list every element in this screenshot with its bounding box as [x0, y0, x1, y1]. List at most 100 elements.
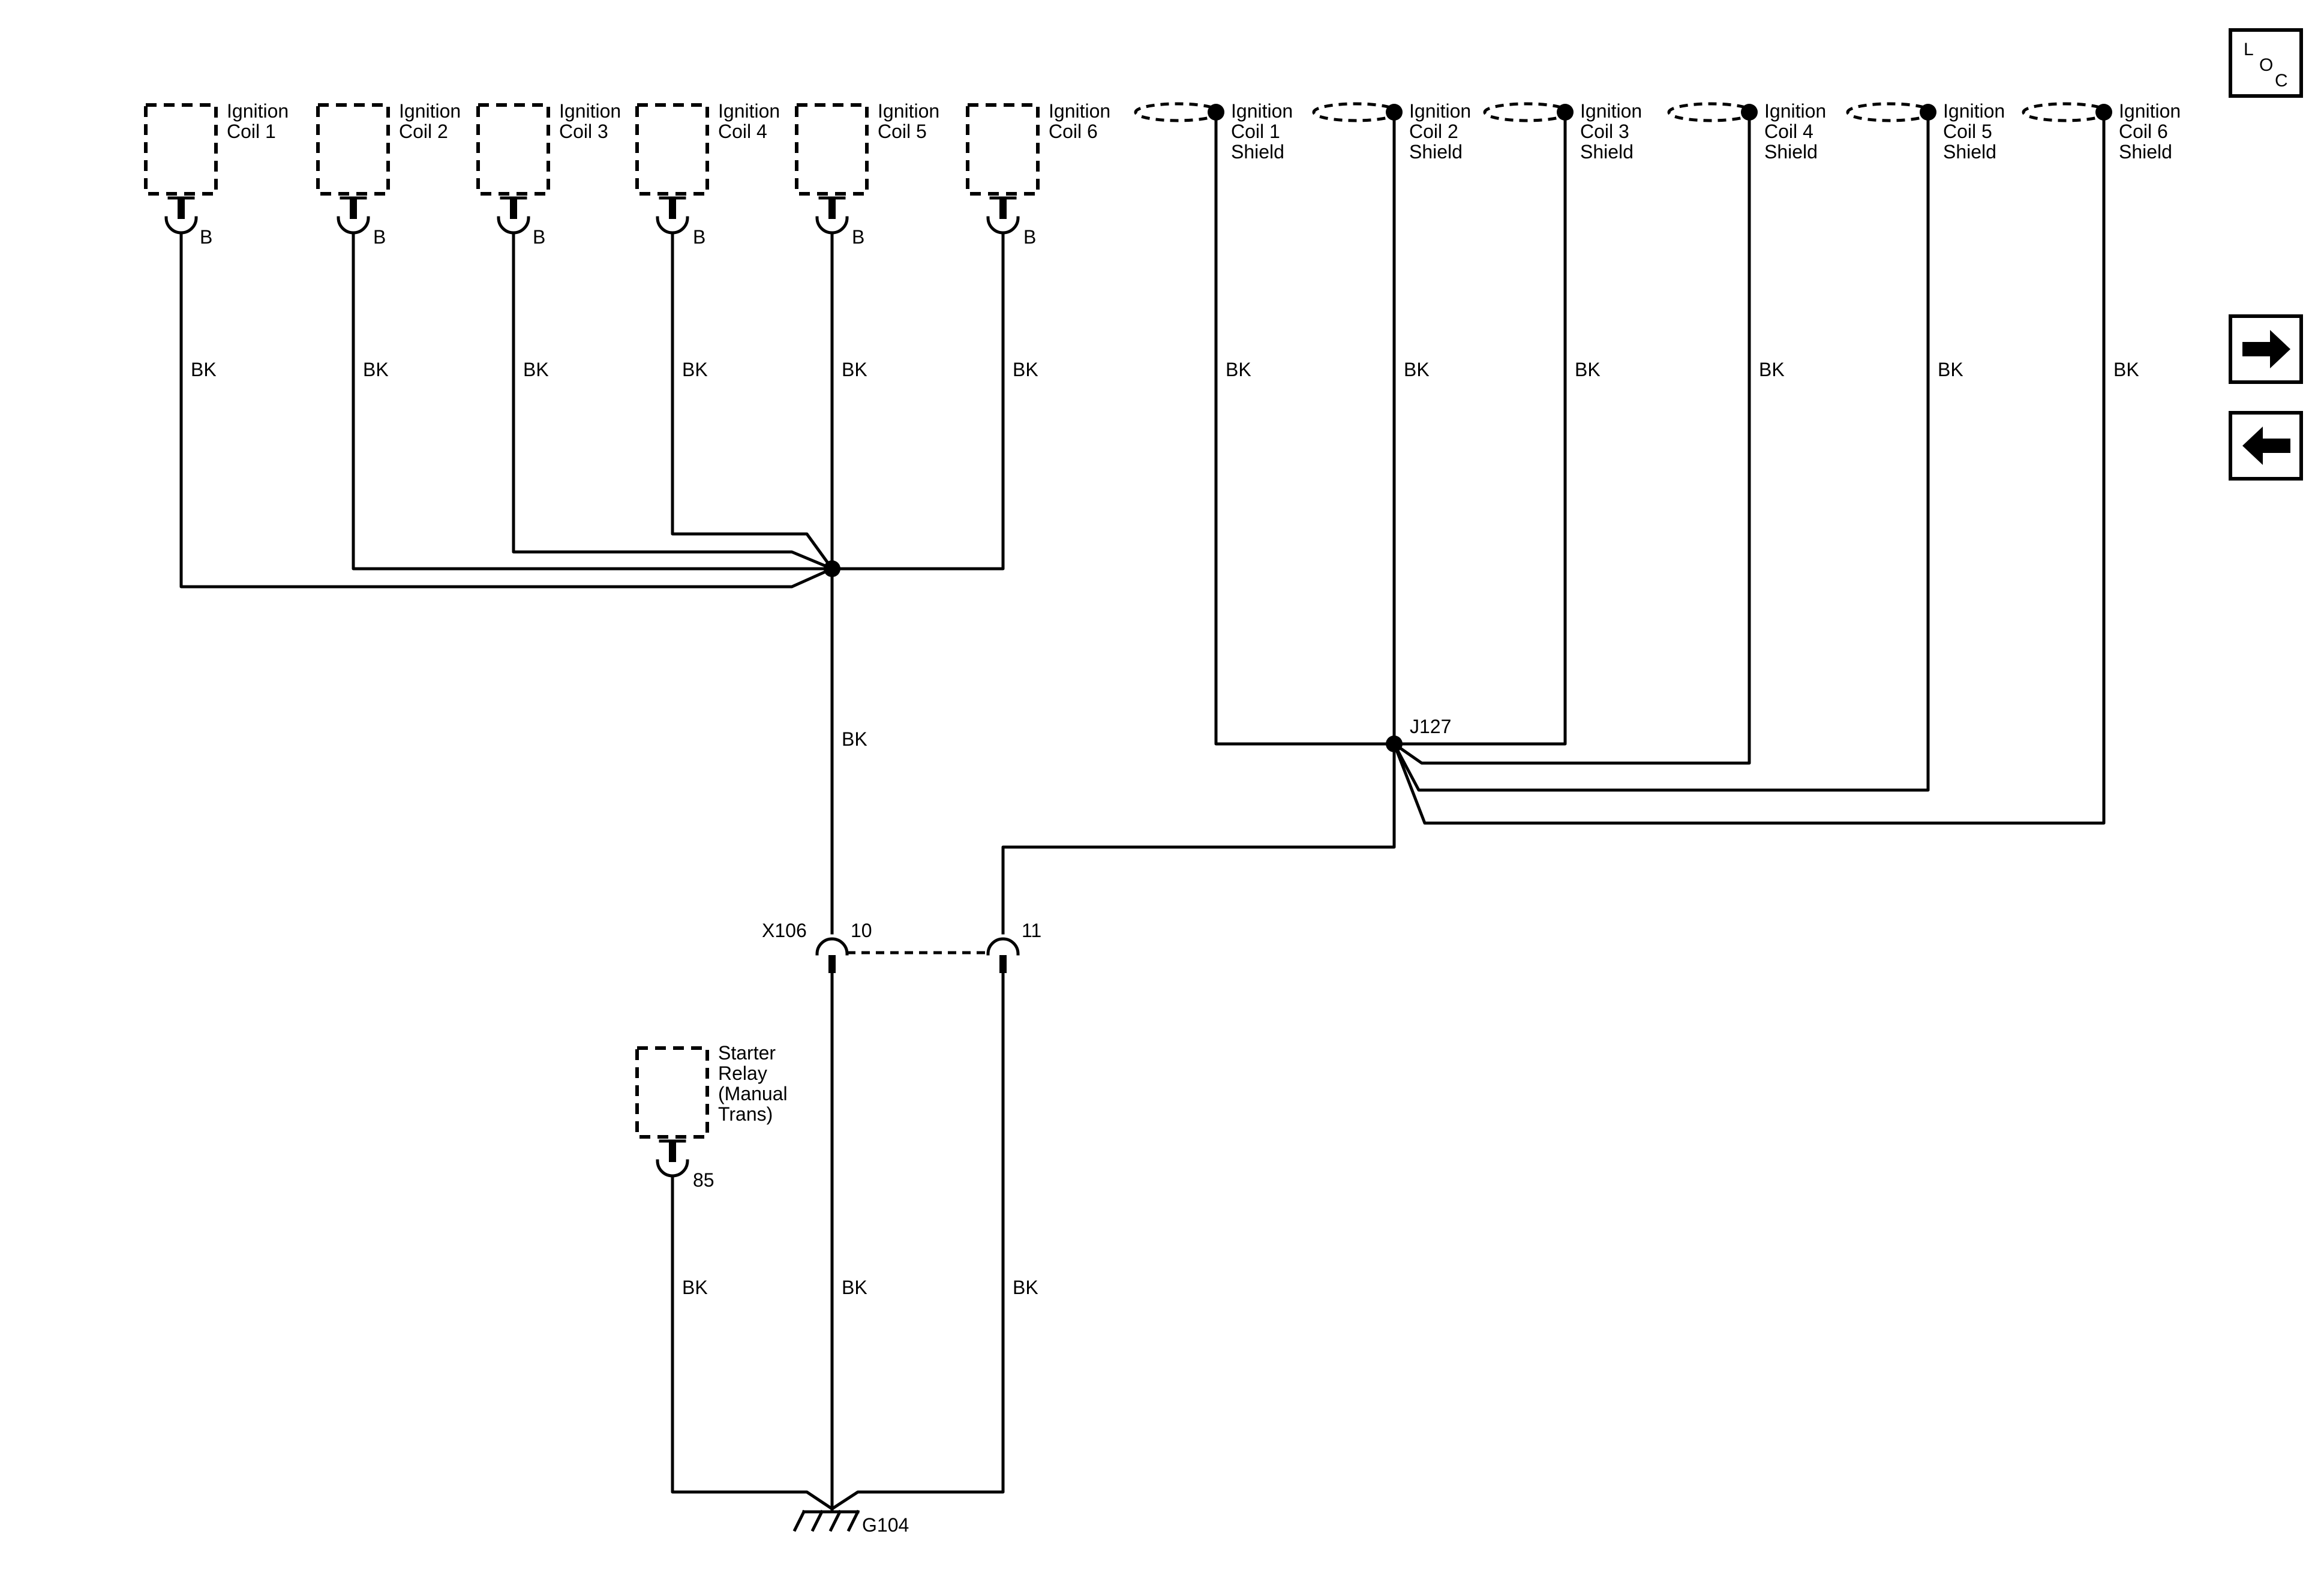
- shield-3-label-line1: Ignition: [1580, 100, 1642, 122]
- coil-2-terminal: [337, 196, 370, 235]
- ground-g104-icon: [792, 1509, 860, 1532]
- coil-2-pin: B: [373, 226, 386, 248]
- coil-4-label-line1: Ignition: [718, 100, 780, 122]
- coil-2-label-line2: Coil 2: [399, 121, 448, 142]
- starter-relay: Starter Relay (Manual Trans) 85: [635, 1042, 788, 1191]
- wire-relay-ground: [671, 1174, 834, 1511]
- coil-4-terminal: [656, 196, 689, 235]
- wire-x106-11-ground: [830, 971, 1005, 1511]
- shield-3-label-line3: Shield: [1580, 141, 1634, 163]
- coil-5-pin: B: [852, 226, 864, 248]
- location-button-letter-c: C: [2275, 71, 2288, 91]
- ignition-coil-1: Ignition Coil 1 B: [144, 100, 289, 248]
- arrow-left-icon: [2242, 427, 2290, 465]
- coil-6-terminal: [986, 196, 1020, 235]
- wire-color-coil-5: BK: [842, 359, 867, 380]
- shield-labels: Ignition Coil 1 Shield Ignition Coil 2 S…: [1231, 100, 2181, 163]
- ground-g104-label: G104: [862, 1514, 909, 1536]
- wire-color-coil-2: BK: [363, 359, 389, 380]
- wire-shield-4: [1392, 110, 1751, 765]
- coil-3-label-line1: Ignition: [559, 100, 621, 122]
- starter-relay-pin: 85: [693, 1169, 714, 1191]
- wire-color-coil-6: BK: [1013, 359, 1038, 380]
- wire-color-shield-3: BK: [1575, 359, 1601, 380]
- wire-color-shield-5: BK: [1938, 359, 1963, 380]
- shield-5-label-line2: Coil 5: [1943, 121, 1992, 142]
- shield-6-label-line3: Shield: [2119, 141, 2172, 163]
- coil-5-label-line1: Ignition: [878, 100, 939, 122]
- connector-x106: X106 10 11: [762, 920, 1041, 973]
- connector-x106-pin-11: 11: [1022, 920, 1041, 941]
- wire-color-shield-4: BK: [1759, 359, 1785, 380]
- coil-1-terminal: [164, 196, 198, 235]
- ignition-coil-4: Ignition Coil 4 B: [635, 100, 780, 248]
- arrow-right-icon: [2242, 330, 2290, 368]
- coil-5-label-line2: Coil 5: [878, 121, 927, 142]
- wire-color-x106-10: BK: [842, 1277, 867, 1298]
- shield-4-label-line2: Coil 4: [1764, 121, 1813, 142]
- wire-j127-to-x106: [1001, 742, 1396, 935]
- previous-page-button[interactable]: [2229, 411, 2303, 481]
- coil-1-label-line1: Ignition: [227, 100, 289, 122]
- wire-coil-2: [352, 231, 834, 571]
- location-button-letter-l: L: [2244, 40, 2254, 59]
- wire-shield-6: [1392, 110, 2106, 825]
- wire-coil-3: [512, 231, 834, 571]
- coil-ground-splice: [824, 560, 840, 577]
- ignition-coil-5: Ignition Coil 5 B: [795, 100, 939, 248]
- coil-terminals: [164, 196, 1020, 235]
- shield-1-label-line2: Coil 1: [1231, 121, 1280, 142]
- wire-color-x106-11: BK: [1013, 1277, 1038, 1298]
- shield-2-label-line1: Ignition: [1409, 100, 1471, 122]
- wire-shield-3: [1392, 110, 1567, 746]
- shield-3-label-line2: Coil 3: [1580, 121, 1629, 142]
- splice-j127-label: J127: [1410, 716, 1451, 737]
- shield-2-label-line3: Shield: [1409, 141, 1463, 163]
- wire-coil-1: [179, 231, 834, 589]
- location-button[interactable]: L O C: [2229, 28, 2303, 98]
- shield-2-label-line2: Coil 2: [1409, 121, 1458, 142]
- wire-color-relay: BK: [682, 1277, 708, 1298]
- coil-3-label-line2: Coil 3: [559, 121, 608, 142]
- starter-relay-label-line1: Starter: [718, 1042, 776, 1064]
- location-button-letter-o: O: [2259, 55, 2273, 75]
- coil-ground-wires: [179, 231, 1005, 935]
- starter-relay-label-line3: (Manual: [718, 1083, 788, 1104]
- splice-j127: [1386, 736, 1403, 752]
- wire-coil-6: [830, 231, 1005, 571]
- starter-relay-label-line2: Relay: [718, 1062, 767, 1084]
- coil-3-pin: B: [533, 226, 545, 248]
- ground-wires: [671, 971, 1005, 1511]
- shield-1-label-line3: Shield: [1231, 141, 1284, 163]
- coil-1-pin: B: [200, 226, 212, 248]
- coil-4-pin: B: [693, 226, 705, 248]
- coil-4-label-line2: Coil 4: [718, 121, 767, 142]
- ignition-coil-shields: [1134, 102, 2112, 122]
- wire-color-shield-2: BK: [1404, 359, 1430, 380]
- coil-6-label-line1: Ignition: [1049, 100, 1110, 122]
- ignition-coil-2: Ignition Coil 2 B: [316, 100, 461, 248]
- next-page-button[interactable]: [2229, 314, 2303, 384]
- wire-shield-5: [1392, 110, 1930, 792]
- shield-5-label-line3: Shield: [1943, 141, 1996, 163]
- shield-1-label-line1: Ignition: [1231, 100, 1293, 122]
- connector-x106-label: X106: [762, 920, 807, 941]
- wire-color-coil-trunk: BK: [842, 728, 867, 750]
- shield-4-label-line1: Ignition: [1764, 100, 1826, 122]
- coil-5-terminal: [815, 196, 849, 235]
- coil-6-pin: B: [1023, 226, 1036, 248]
- wire-color-coil-4: BK: [682, 359, 708, 380]
- shield-4-label-line3: Shield: [1764, 141, 1818, 163]
- coil-6-label-line2: Coil 6: [1049, 121, 1098, 142]
- wire-coil-4: [671, 231, 834, 571]
- ignition-coil-3: Ignition Coil 3 B: [476, 100, 621, 248]
- coil-1-label-line2: Coil 1: [227, 121, 276, 142]
- coil-2-label-line1: Ignition: [399, 100, 461, 122]
- starter-relay-label-line4: Trans): [718, 1103, 773, 1125]
- shield-5-label-line1: Ignition: [1943, 100, 2005, 122]
- shield-6-label-line1: Ignition: [2119, 100, 2181, 122]
- wire-color-shield-6: BK: [2113, 359, 2139, 380]
- shield-drain-wires: [1001, 110, 2106, 935]
- wire-color-coil-1: BK: [191, 359, 217, 380]
